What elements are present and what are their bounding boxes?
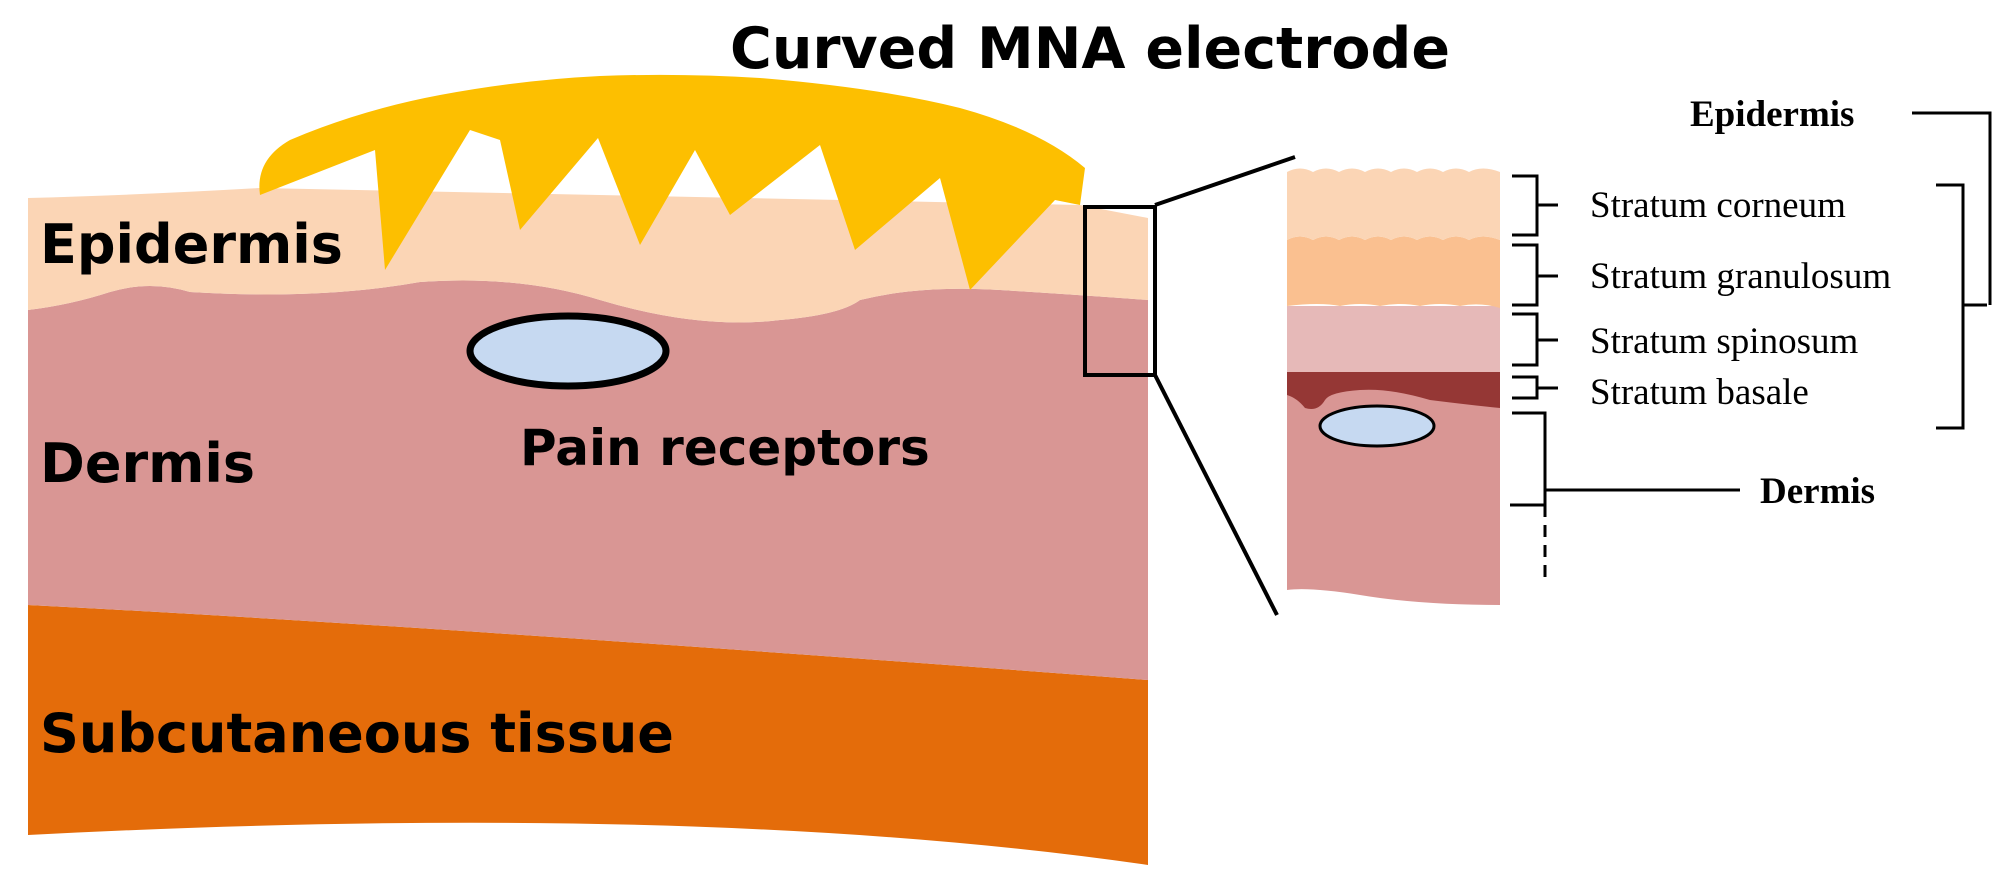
inset-stratum-spinosum xyxy=(1287,306,1500,372)
bracket-epidermis xyxy=(1936,183,1987,430)
bracket-stratum-basale xyxy=(1512,375,1558,400)
diagram-title: Curved MNA electrode xyxy=(730,16,1450,82)
inset-label-stratum-corneum: Stratum corneum xyxy=(1590,185,1846,226)
label-dermis: Dermis xyxy=(40,432,255,495)
label-epidermis: Epidermis xyxy=(40,213,343,276)
inset-stratum-basale xyxy=(1287,364,1500,409)
zoom-line-bottom xyxy=(1153,374,1279,616)
subcutaneous-layer xyxy=(28,605,1148,865)
inset-layers xyxy=(1287,168,1500,605)
label-subcutaneous-tissue: Subcutaneous tissue xyxy=(40,702,674,765)
curved-mna-electrode xyxy=(259,74,1085,290)
layer-brackets xyxy=(1510,111,1992,580)
inset-pain-receptor xyxy=(1318,404,1436,448)
bracket-stratum-spinosum xyxy=(1512,312,1558,367)
zoom-box xyxy=(1083,205,1157,377)
dermis-layer xyxy=(28,280,1148,680)
zoom-line-top xyxy=(1154,155,1296,207)
main-cross-section xyxy=(28,74,1296,865)
inset-stratum-corneum xyxy=(1287,168,1500,240)
inset-label-stratum-granulosum: Stratum granulosum xyxy=(1590,256,1891,297)
inset-stratum-granulosum xyxy=(1287,236,1500,308)
inset-label-stratum-basale: Stratum basale xyxy=(1590,372,1809,413)
inset-label-dermis: Dermis xyxy=(1760,471,1875,512)
bracket-stratum-granulosum xyxy=(1512,243,1558,307)
bracket-dermis xyxy=(1510,411,1740,507)
label-pain-receptors: Pain receptors xyxy=(520,419,930,477)
inset-label-stratum-spinosum: Stratum spinosum xyxy=(1590,321,1858,362)
inset-label-epidermis: Epidermis xyxy=(1690,94,1854,135)
bracket-stratum-corneum xyxy=(1512,174,1558,237)
pain-receptor xyxy=(466,312,670,390)
bracket-epidermis-top xyxy=(1912,111,1992,305)
